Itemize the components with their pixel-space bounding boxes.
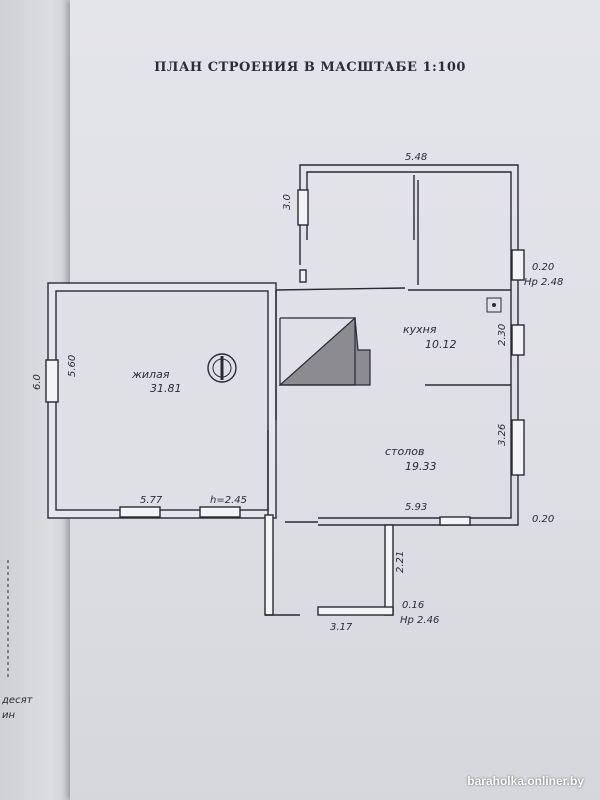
- room-dining-name: столов: [385, 445, 424, 458]
- living-room-floor: [55, 290, 269, 511]
- margin-fragment-1: десят: [1, 695, 34, 706]
- dim-porch-height: 3.0: [282, 194, 293, 210]
- dim-entry-width: 3.17: [330, 622, 353, 633]
- watermark-text: baraholka.onliner.by: [467, 774, 584, 788]
- dim-entry-wall: 0.16: [402, 600, 424, 611]
- window-dining-bottom: [439, 516, 471, 526]
- dim-wall-top-right: 0.20: [532, 262, 554, 273]
- dim-dining-bottom: 5.93: [405, 502, 427, 513]
- window-living-left: [45, 359, 59, 403]
- dim-entry-depth: 2.21: [395, 551, 406, 573]
- door-stub: [299, 269, 307, 283]
- window-right-middle: [511, 324, 525, 356]
- room-living-area: 31.81: [150, 382, 182, 395]
- window-living-bottom-1: [119, 506, 161, 518]
- window-right-upper: [511, 249, 525, 281]
- dim-entry-height: Hp 2.46: [400, 615, 439, 626]
- wall-upper-divider: [275, 287, 406, 291]
- room-kitchen-area: 10.12: [425, 338, 457, 351]
- dim-left-inner: 5.60: [67, 355, 78, 377]
- dim-living-bottom: 5.77: [140, 495, 163, 506]
- stove-icon: [207, 353, 237, 383]
- dim-dining-side: 3.26: [497, 424, 508, 446]
- dim-height-top-right: Hp 2.48: [524, 277, 563, 288]
- page-title: ПЛАН СТРОЕНИЯ В МАСШТАБЕ 1:100: [154, 60, 466, 75]
- entry-wall-right: [384, 524, 394, 616]
- window-right-lower: [511, 419, 525, 476]
- room-living-name: жилая: [131, 368, 170, 381]
- dim-kitchen-side: 2.30: [497, 324, 508, 346]
- dim-top-width: 5.48: [405, 152, 427, 163]
- room-dining-area: 19.33: [405, 460, 437, 473]
- entry-wall-bottom: [317, 606, 394, 616]
- staircase-hatch: [278, 316, 371, 386]
- dim-ceiling-living: h=2.45: [210, 495, 247, 506]
- appliance-icon: [486, 297, 502, 313]
- room-kitchen-name: кухня: [403, 323, 437, 336]
- dim-left-outer: 6.0: [32, 374, 43, 390]
- window-living-bottom-2: [199, 506, 241, 518]
- margin-fragment-2: ин: [2, 710, 15, 721]
- staircase-outline: [279, 317, 356, 386]
- dim-wall-bottom-right: 0.20: [532, 514, 554, 525]
- window-top-left: [297, 189, 309, 226]
- entry-wall-left: [264, 514, 274, 616]
